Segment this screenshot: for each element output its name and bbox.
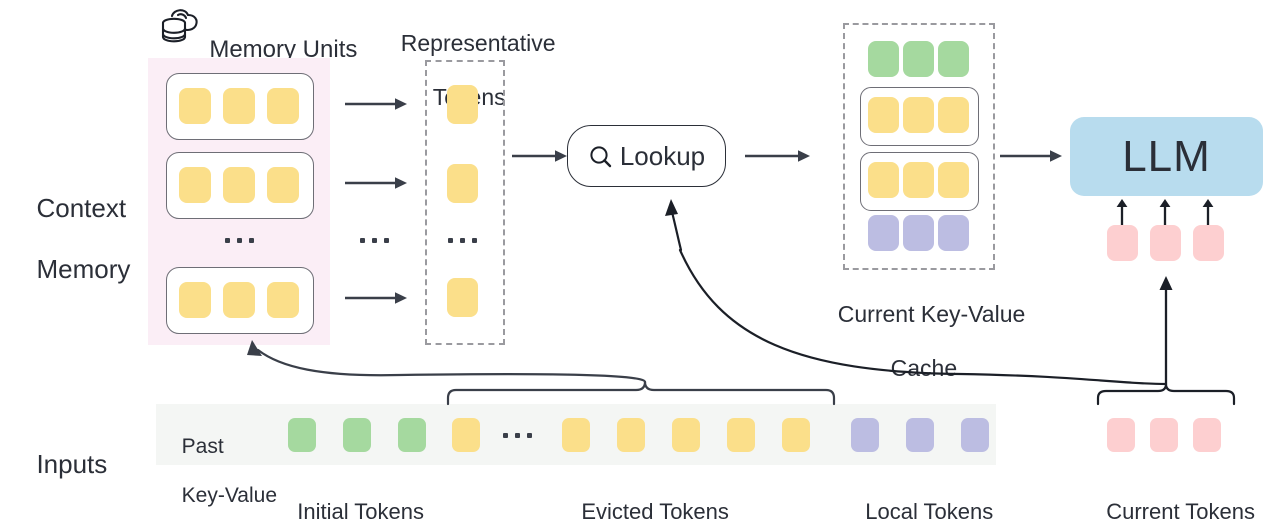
representative-token-2: [447, 164, 478, 203]
kv-local-token-3: [938, 215, 969, 251]
memory-unit-2-token-3: [267, 167, 299, 203]
past-key-value-label: Past Key-Value: [170, 410, 277, 509]
representative-tokens-line1: Representative: [400, 30, 556, 57]
representative-token-1: [447, 85, 478, 124]
representative-token-n: [447, 278, 478, 317]
input-evicted-ellipsis: [503, 433, 532, 438]
kv-initial-token-1: [868, 41, 899, 77]
llm-box[interactable]: LLM: [1070, 117, 1263, 196]
llm-input-token-2: [1150, 225, 1181, 261]
kv-local-token-1: [868, 215, 899, 251]
input-current-token-3: [1193, 418, 1221, 452]
lookup-to-kv-cache-arrow: [745, 150, 810, 162]
context-memory-line2: Memory: [36, 254, 131, 285]
memory-unit-n-token-1: [179, 282, 211, 318]
llm-input-arrow-2: [1159, 199, 1171, 225]
input-initial-token-1: [288, 418, 316, 452]
llm-input-arrow-1: [1116, 199, 1128, 225]
kv-retrieved2-token-1: [868, 162, 899, 198]
kv-initial-token-2: [903, 41, 934, 77]
memory-unit-1-token-2: [223, 88, 255, 124]
kv-retrieved1-token-3: [938, 97, 969, 133]
llm-input-token-1: [1107, 225, 1138, 261]
representative-tokens-box: [425, 60, 505, 345]
kv-cache-to-llm-arrow: [1000, 150, 1062, 162]
kv-retrieved2-token-2: [903, 162, 934, 198]
llm-input-token-3: [1193, 225, 1224, 261]
memory-unit-2-token-2: [223, 167, 255, 203]
memory-unit-1-token-3: [267, 88, 299, 124]
memory-unit-n-token-3: [267, 282, 299, 318]
inputs-label-text: Inputs: [36, 448, 108, 479]
representative-tokens-ellipsis: [448, 238, 477, 243]
cloud-database-icon: [161, 9, 198, 43]
past-key-value-line2: Key-Value: [181, 484, 278, 508]
unit-to-representative-arrow-1: [345, 98, 407, 110]
kv-local-token-2: [903, 215, 934, 251]
kv-retrieved1-token-1: [868, 97, 899, 133]
unit-to-representative-arrow-2: [345, 177, 407, 189]
unit-to-representative-arrow-n: [345, 292, 407, 304]
lookup-button[interactable]: Lookup: [567, 125, 726, 187]
input-evicted-token-2: [562, 418, 590, 452]
evicted-tokens-to-context-memory-flow: [247, 340, 836, 406]
kv-initial-token-3: [938, 41, 969, 77]
input-evicted-token-3: [617, 418, 645, 452]
current-kv-cache-line2: Cache: [890, 355, 958, 382]
context-memory-label: Context Memory: [22, 162, 130, 285]
current-kv-cache-box: [843, 23, 995, 270]
input-local-token-1: [851, 418, 879, 452]
memory-unit-n-token-2: [223, 282, 255, 318]
current-kv-cache-label: Current Key-Value Cache: [825, 274, 1026, 383]
input-evicted-token-5: [727, 418, 755, 452]
current-tokens-flow: [665, 199, 1236, 406]
input-evicted-token-4: [672, 418, 700, 452]
input-local-token-2: [906, 418, 934, 452]
input-initial-token-3: [398, 418, 426, 452]
past-key-value-line1: Past: [181, 434, 224, 458]
memory-units-ellipsis: [225, 238, 254, 243]
magnifier-icon: [590, 146, 612, 168]
representative-to-lookup-arrow: [512, 150, 567, 162]
input-local-token-3: [961, 418, 989, 452]
input-evicted-token-6: [782, 418, 810, 452]
kv-retrieved2-token-3: [938, 162, 969, 198]
kv-retrieved1-token-2: [903, 97, 934, 133]
memory-unit-2-token-1: [179, 167, 211, 203]
inputs-label: Inputs: [22, 418, 107, 479]
context-memory-line1: Context: [36, 192, 127, 223]
llm-label: LLM: [1122, 131, 1211, 181]
input-evicted-token-1: [452, 418, 480, 452]
current-kv-cache-line1: Current Key-Value: [837, 301, 1026, 328]
llm-input-arrow-3: [1202, 199, 1214, 225]
input-current-token-2: [1150, 418, 1178, 452]
input-current-token-1: [1107, 418, 1135, 452]
memory-unit-1-token-1: [179, 88, 211, 124]
input-initial-token-2: [343, 418, 371, 452]
lookup-label: Lookup: [619, 140, 706, 171]
arrow-column-ellipsis: [360, 238, 389, 243]
